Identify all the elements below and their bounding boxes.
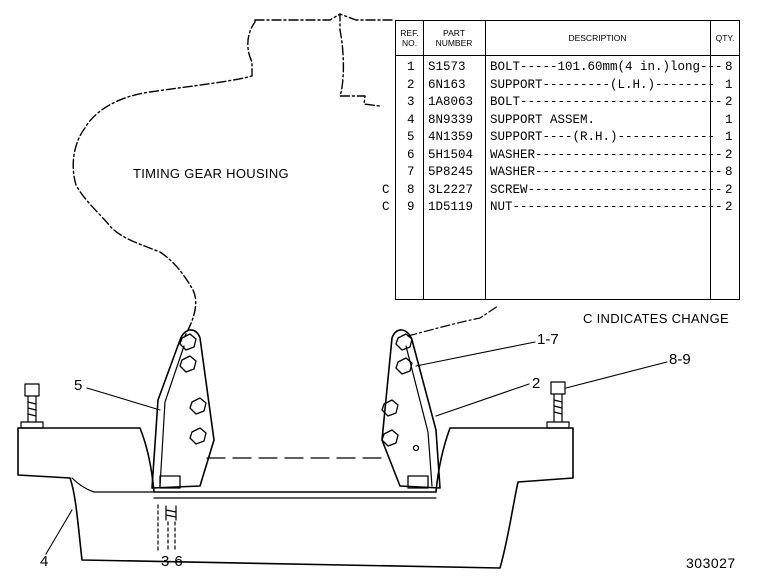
callout-5: 5 (74, 377, 83, 394)
leader-line (415, 341, 536, 367)
bolt-head-icon (189, 427, 207, 445)
left-screw-icon (20, 383, 44, 429)
callout-3-6: 3-6 (161, 553, 183, 570)
bolt-head-icon (395, 357, 413, 375)
qty-header: QTY. (715, 33, 735, 43)
bolt-head-icon (407, 475, 429, 489)
crossmember-left-edge (71, 477, 155, 493)
timing-gear-housing-outline (72, 13, 393, 339)
description-header: DESCRIPTION (568, 33, 627, 43)
right-support-bracket (381, 329, 441, 489)
bolt-head-icon (179, 333, 197, 351)
bolt-head-icon (381, 399, 399, 417)
leader-line (86, 387, 161, 411)
callout-1-7: 1-7 (537, 331, 559, 348)
parts-table-header (396, 21, 739, 56)
left-support-bracket (151, 329, 215, 489)
housing-label: TIMING GEAR HOUSING (133, 166, 289, 181)
callout-2: 2 (532, 375, 541, 392)
callout-4: 4 (40, 553, 49, 570)
leader-line (565, 361, 668, 389)
bolt-head-icon (189, 397, 207, 415)
housing-lower-right (407, 305, 499, 337)
bolt-head-icon (179, 355, 197, 373)
bottom-bolt-icon (157, 504, 177, 553)
callout-8-9: 8-9 (669, 351, 691, 368)
change-note: C INDICATES CHANGE (583, 311, 730, 326)
drawing-number: 303027 (686, 555, 736, 571)
ref-no-header: REF.NO. (400, 28, 419, 48)
bolt-head-icon (159, 475, 181, 489)
bolt-head-icon (395, 333, 413, 351)
right-screw-icon (546, 381, 570, 429)
leader-line (45, 509, 73, 555)
leader-line (435, 383, 530, 417)
bolt-head-icon (381, 429, 399, 447)
